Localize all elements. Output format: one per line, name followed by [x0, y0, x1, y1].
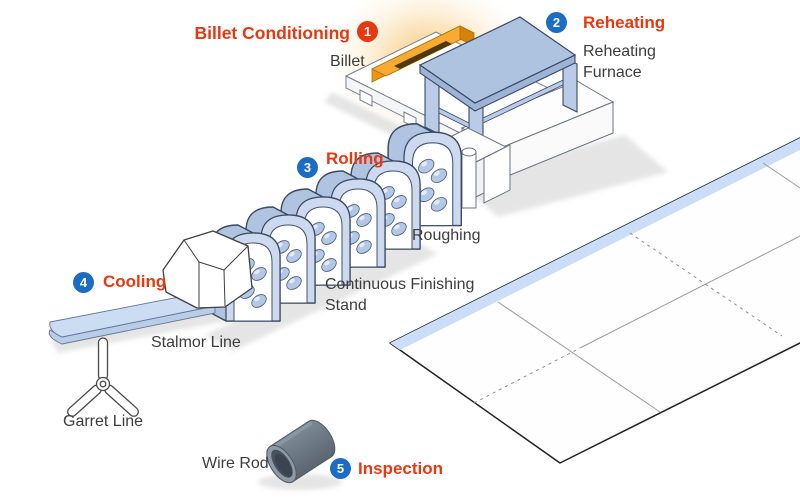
stage-4-badge: 4	[73, 272, 94, 293]
laying-head-illustration	[162, 230, 253, 309]
wire-rod-label: Wire Rod	[202, 455, 269, 472]
stage-2-label: Reheating	[583, 13, 666, 32]
billet-label: Billet	[330, 53, 365, 70]
reheating-furnace-label: Reheating Furnace	[583, 43, 656, 81]
stage-5-label: Inspection	[358, 459, 444, 478]
stage-5-badge: 5	[330, 458, 351, 479]
continuous-finishing-stand-label: Continuous Finishing Stand	[325, 276, 475, 314]
garret-line-label: Garret Line	[63, 413, 144, 430]
wire-rod-illustration	[266, 419, 336, 484]
stage-2-badge: 2	[546, 12, 567, 33]
stalmor-line-illustration	[48, 291, 216, 345]
floor-illustration	[389, 137, 800, 464]
stage-1-label: Billet Conditioning	[194, 23, 350, 43]
stage-1-badge: 1	[357, 21, 378, 42]
roughing-label: Roughing	[412, 227, 481, 244]
stage-3-badge: 3	[297, 157, 318, 178]
garret-line-illustration	[67, 337, 139, 417]
stalmor-line-label: Stalmor Line	[151, 334, 241, 351]
stage-4-label: Cooling	[103, 272, 167, 291]
stage-3-label: Rolling	[326, 149, 384, 168]
